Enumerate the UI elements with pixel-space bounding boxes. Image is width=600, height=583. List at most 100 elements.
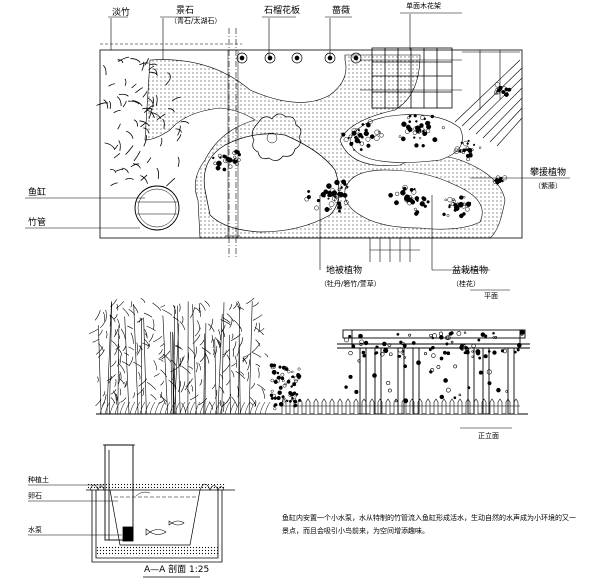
bamboo-leaf: [257, 327, 265, 333]
bamboo-leaf: [119, 371, 122, 380]
shrub-blob: [414, 143, 419, 148]
bamboo-stem: [217, 313, 223, 415]
vine-leaf: [416, 360, 421, 366]
shrub-blob: [333, 195, 337, 199]
vine-leaf: [463, 331, 467, 334]
bamboo-leaf: [257, 384, 266, 391]
bamboo-leaf: [192, 334, 201, 344]
shrub-blob: [462, 140, 469, 147]
shrub-blob: [222, 154, 227, 159]
bamboo-leaf: [226, 354, 231, 363]
shrub-leaf: [298, 398, 302, 402]
bamboo-leaf: [137, 387, 145, 396]
bamboo-leaf: [113, 153, 121, 159]
bamboo-leaf: [173, 305, 176, 315]
bamboo-leaf: [158, 358, 164, 362]
pergola-elevation: [337, 329, 530, 415]
shrub-leaf: [297, 367, 301, 371]
bamboo-leaf: [128, 309, 136, 316]
bamboo-stem: [117, 325, 120, 415]
shrub-leaf: [281, 365, 286, 370]
bamboo-leaf: [191, 384, 194, 392]
bamboo-leaf: [132, 392, 135, 398]
vine-leaf: [372, 373, 377, 378]
bamboo-leaf: [199, 339, 205, 346]
bamboo-leaf: [133, 150, 141, 162]
bamboo-leaf: [132, 163, 141, 169]
vine-leaf: [438, 331, 444, 336]
shrub-blob: [441, 126, 445, 130]
bamboo-leaf: [223, 350, 227, 358]
vine-leaf: [475, 350, 481, 356]
bamboo-leaf: [190, 306, 195, 318]
bamboo-leaf: [162, 309, 173, 316]
bamboo-leaf: [125, 145, 134, 155]
bamboo-leaf: [121, 361, 130, 367]
shrub-blob: [359, 141, 364, 146]
bamboo-leaf: [222, 401, 225, 412]
bamboo-leaf: [233, 319, 241, 329]
shrub-blob: [442, 212, 446, 217]
shrub-blob: [401, 121, 407, 127]
bamboo-leaf: [117, 56, 130, 62]
bamboo-stem: [238, 338, 241, 415]
tree-canopy: [251, 113, 302, 161]
weave-stroke: [144, 401, 151, 415]
weave-stroke: [109, 401, 116, 415]
bamboo-stem: [172, 331, 174, 415]
shrub-blob: [223, 158, 229, 164]
vine-leaf: [382, 341, 387, 347]
bamboo-leaf: [153, 360, 158, 371]
vine-leaf: [486, 369, 492, 375]
weave-stroke: [239, 401, 246, 415]
vine-leaf: [348, 374, 353, 379]
bamboo-leaf: [211, 335, 213, 343]
shrub-blob: [314, 205, 319, 211]
bamboo-leaf: [117, 333, 121, 339]
shrub-blob: [406, 197, 410, 201]
bamboo-leaf: [188, 366, 194, 370]
shrub-blob: [236, 158, 241, 162]
shrub-blob: [413, 188, 416, 191]
bamboo-leaf: [160, 380, 164, 386]
bamboo-leaf: [199, 379, 203, 386]
vine-leaf: [463, 344, 466, 347]
bamboo-leaf: [138, 378, 148, 387]
vine-leaf: [517, 342, 522, 348]
bamboo-leaf: [177, 381, 181, 393]
shrub-blob: [421, 144, 425, 148]
weave-stroke: [129, 401, 136, 415]
bamboo-leaf: [144, 329, 148, 338]
shrub-blob: [460, 141, 464, 144]
bamboo-stem: [143, 318, 147, 415]
label-paving: 石榴花板: [264, 6, 301, 16]
vine-leaf: [445, 387, 451, 393]
bamboo-leaf: [118, 93, 129, 97]
bamboo-elevation: [89, 297, 269, 415]
shrub-blob: [408, 114, 412, 118]
bamboo-leaf: [155, 94, 158, 106]
bamboo-leaf: [97, 349, 105, 358]
vine-leaf: [463, 351, 467, 355]
vine-leaf: [453, 396, 457, 400]
weave-stroke: [149, 401, 156, 415]
bamboo-leaf: [102, 64, 107, 76]
bamboo-stem: [248, 301, 253, 415]
elevation-title: 正立面: [478, 432, 499, 440]
shrub-blob: [458, 148, 463, 153]
bamboo-leaf: [261, 388, 265, 399]
bamboo-leaf: [180, 121, 190, 124]
shrub-blob: [469, 201, 472, 204]
bamboo-leaf: [209, 318, 214, 331]
bamboo-leaf: [131, 83, 137, 89]
weave-stroke: [219, 401, 226, 415]
vine-leaf: [362, 353, 366, 358]
bamboo-leaf: [185, 378, 193, 388]
shrub-blob: [316, 198, 321, 203]
bamboo-leaf: [105, 330, 108, 339]
shrub-leaf: [270, 378, 274, 383]
shrub-blob: [432, 137, 438, 143]
bamboo-leaf: [111, 360, 117, 367]
basin-wall: [109, 489, 201, 546]
picket-fence: [281, 398, 520, 414]
